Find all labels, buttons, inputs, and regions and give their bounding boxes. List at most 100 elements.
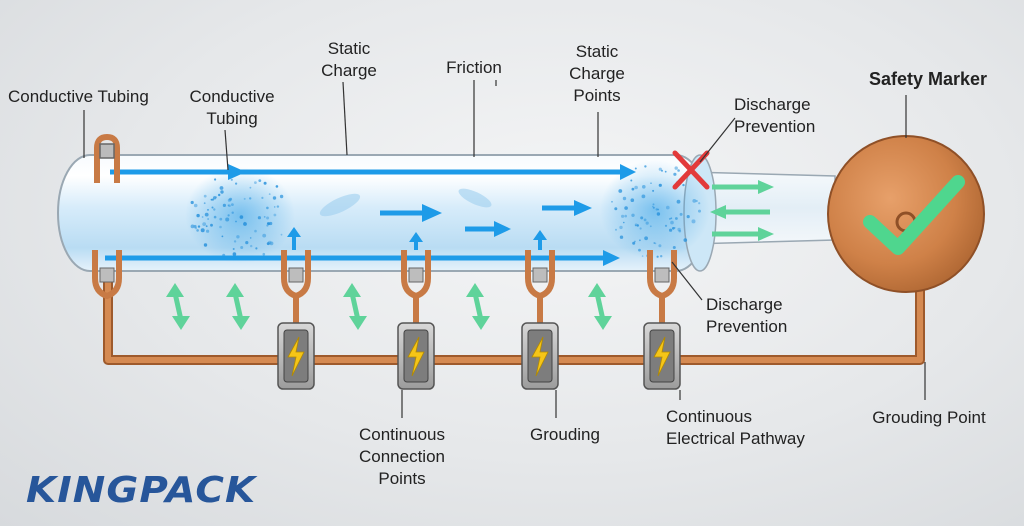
charge-particle xyxy=(236,235,240,239)
charge-particle xyxy=(670,220,674,225)
charge-particle xyxy=(658,167,662,171)
charge-particle xyxy=(614,207,618,211)
charge-particle xyxy=(666,205,670,210)
tube-clamp xyxy=(281,250,311,325)
label-grouding-point: Grouding Point xyxy=(872,408,986,427)
charge-particle xyxy=(695,199,698,203)
charge-particle xyxy=(255,247,258,250)
label-continuous-connection-points-line2: Connection xyxy=(358,447,446,466)
charge-particle xyxy=(204,212,209,217)
label-continuous-electrical-pathway-line1: Continuous xyxy=(666,407,753,426)
charge-particle xyxy=(660,255,663,258)
charge-particle xyxy=(641,255,644,257)
charge-particle xyxy=(266,206,269,210)
charge-particle xyxy=(630,198,635,202)
charge-particle xyxy=(653,242,656,244)
charge-particle xyxy=(643,218,647,222)
charge-particle xyxy=(190,224,195,229)
label-continuous-connection-points-line1: Continuous xyxy=(358,425,446,444)
lightning-bolt-icon xyxy=(521,322,559,390)
charge-particle xyxy=(227,214,230,217)
charge-particle xyxy=(691,219,696,224)
charge-particle xyxy=(619,225,623,230)
charge-particle xyxy=(677,169,680,172)
charge-particle xyxy=(243,197,246,200)
charge-particle xyxy=(257,216,261,220)
charge-particle xyxy=(210,198,213,201)
charge-particle xyxy=(652,189,655,192)
charge-particles xyxy=(190,165,701,260)
label-safety-marker: Safety Marker xyxy=(868,69,988,89)
charge-particle xyxy=(263,216,266,218)
label-static-charge-points-line2: Charge xyxy=(569,64,625,83)
charge-particle xyxy=(630,179,633,182)
charge-particle xyxy=(631,187,635,191)
charge-particle xyxy=(634,240,636,243)
charge-particle xyxy=(190,200,194,205)
exchange-arrows xyxy=(166,283,612,330)
charge-particle xyxy=(268,193,271,196)
charge-particle xyxy=(640,216,644,220)
charge-particle xyxy=(634,185,638,190)
charge-particle xyxy=(262,252,266,256)
charge-particle xyxy=(206,229,210,233)
charge-particle xyxy=(672,227,675,230)
outlet-exchange-arrows xyxy=(710,180,774,241)
top-clamp xyxy=(94,133,120,183)
charge-particle xyxy=(233,240,237,243)
charge-particle xyxy=(624,206,628,210)
charge-particle xyxy=(218,193,221,197)
charge-particle xyxy=(230,178,233,181)
charge-particle xyxy=(219,186,224,190)
charge-particle xyxy=(269,241,274,246)
charge-particle xyxy=(235,182,238,185)
charge-particle xyxy=(215,196,218,199)
friction-mark-1 xyxy=(319,193,361,217)
charge-particle xyxy=(239,215,244,219)
tube-clamps xyxy=(92,250,677,325)
charge-particle xyxy=(261,196,264,199)
charge-particle xyxy=(679,212,683,216)
label-static-charge-line2: Charge xyxy=(321,61,377,80)
friction-mark-2 xyxy=(458,188,492,208)
charge-particle xyxy=(279,194,284,199)
charge-particle xyxy=(202,222,207,227)
label-static-charge-points: Static Charge Points xyxy=(569,41,625,107)
label-grouding: Grouding xyxy=(530,425,600,444)
charge-particle xyxy=(615,228,617,231)
bidirectional-arrow-icon xyxy=(166,283,190,330)
charge-particle xyxy=(231,211,234,214)
charge-particle xyxy=(672,246,676,249)
charge-particle xyxy=(656,212,661,216)
charge-particle xyxy=(245,241,249,245)
charge-particle xyxy=(243,221,246,224)
cross-mark-icon xyxy=(672,150,710,190)
charge-particle xyxy=(645,221,649,225)
charge-particle xyxy=(674,166,678,170)
bidirectional-arrow-icon xyxy=(588,283,612,330)
charge-particle xyxy=(240,246,244,249)
charge-particle xyxy=(213,196,217,200)
charge-particle xyxy=(220,190,224,194)
charge-particle xyxy=(203,243,208,247)
charge-particle xyxy=(225,217,230,222)
tube-clamp xyxy=(525,250,555,325)
charge-particle xyxy=(203,202,206,205)
label-continuous-electrical-pathway: Continuous Electrical Pathway xyxy=(666,406,805,450)
charge-particle xyxy=(686,215,690,219)
charge-particle xyxy=(655,208,658,211)
charge-particle xyxy=(638,248,641,252)
charge-particle xyxy=(634,167,637,170)
charge-particle xyxy=(219,217,223,221)
charge-particle xyxy=(211,206,214,209)
check-mark-icon xyxy=(863,175,965,255)
charge-particle xyxy=(622,196,627,201)
charge-particle xyxy=(670,217,673,220)
charge-particle xyxy=(203,194,207,198)
charge-particle xyxy=(266,216,270,220)
lightning-bolt-icon xyxy=(643,322,681,390)
label-discharge-prevention-top: Discharge Prevention xyxy=(734,94,815,138)
charge-particle xyxy=(698,202,701,205)
